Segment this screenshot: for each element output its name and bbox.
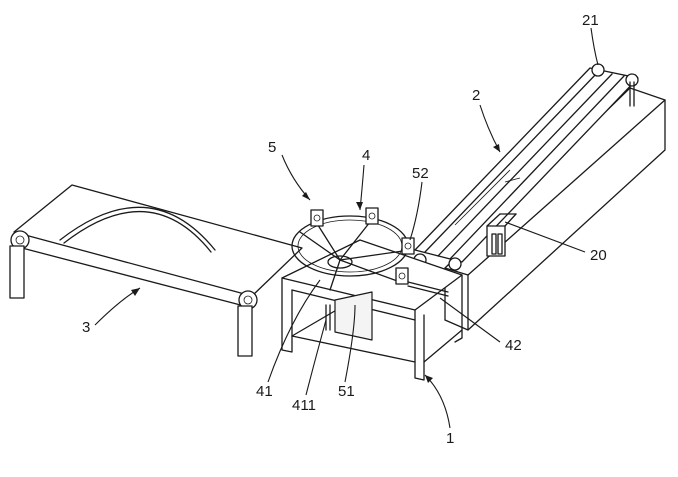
reference-numerals: 5 4 52 21 2 20 3 42 41 411 51 1 — [82, 12, 607, 447]
belt-conveyor — [9, 184, 303, 357]
rotary-rack — [291, 207, 449, 297]
label-41: 41 — [256, 383, 273, 400]
label-4: 4 — [362, 147, 370, 164]
label-52: 52 — [412, 165, 429, 182]
label-20: 20 — [590, 247, 607, 264]
leader-lines — [94, 27, 599, 429]
label-411: 411 — [292, 397, 316, 414]
label-5: 5 — [268, 139, 276, 156]
label-3: 3 — [82, 319, 90, 336]
label-51: 51 — [338, 383, 355, 400]
frame — [281, 239, 463, 381]
label-2: 2 — [472, 87, 480, 104]
long-conveyor — [413, 63, 666, 331]
label-1: 1 — [446, 430, 454, 447]
label-21: 21 — [582, 12, 599, 29]
label-42: 42 — [505, 337, 522, 354]
